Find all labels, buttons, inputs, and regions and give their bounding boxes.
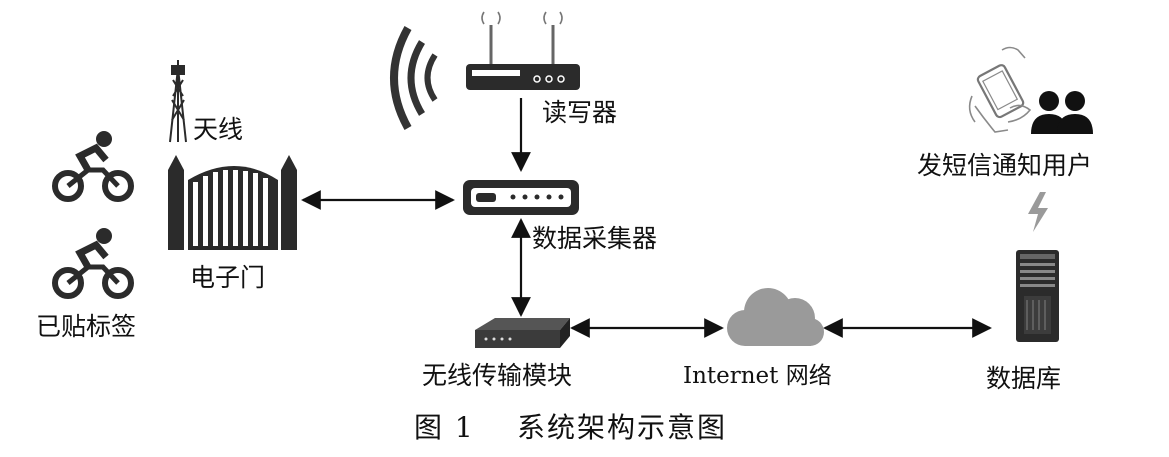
connectors xyxy=(301,98,992,338)
internet-label: Internet 网络 xyxy=(683,363,832,389)
wireless-module-label: 无线传输模块 xyxy=(422,361,573,390)
tagged-label: 已贴标签 xyxy=(36,312,137,341)
phone-hand-icon xyxy=(968,46,1032,133)
gate-label: 电子门 xyxy=(190,263,266,292)
antenna-tower-icon xyxy=(169,60,187,143)
bicycle-rider-icon xyxy=(52,228,134,299)
signal-waves-icon xyxy=(390,26,438,130)
cloud-icon xyxy=(727,288,824,346)
data-collector-icon xyxy=(463,180,579,215)
figure-title: 系统架构示意图 xyxy=(517,411,728,444)
collector-label: 数据采集器 xyxy=(532,224,658,253)
reader-label: 读写器 xyxy=(542,98,618,127)
sms-notify-label: 发短信通知用户 xyxy=(917,151,1093,180)
database-label: 数据库 xyxy=(986,364,1062,393)
antenna-label: 天线 xyxy=(193,115,244,144)
bicycle-rider-icon xyxy=(52,131,134,202)
gate-icon xyxy=(168,155,297,250)
lightning-icon xyxy=(1028,192,1048,232)
users-icon xyxy=(1031,91,1093,134)
wireless-module-icon xyxy=(475,318,570,348)
router-icon xyxy=(466,11,580,90)
figure-number: 图 1 xyxy=(414,411,475,444)
server-icon xyxy=(1016,250,1059,342)
